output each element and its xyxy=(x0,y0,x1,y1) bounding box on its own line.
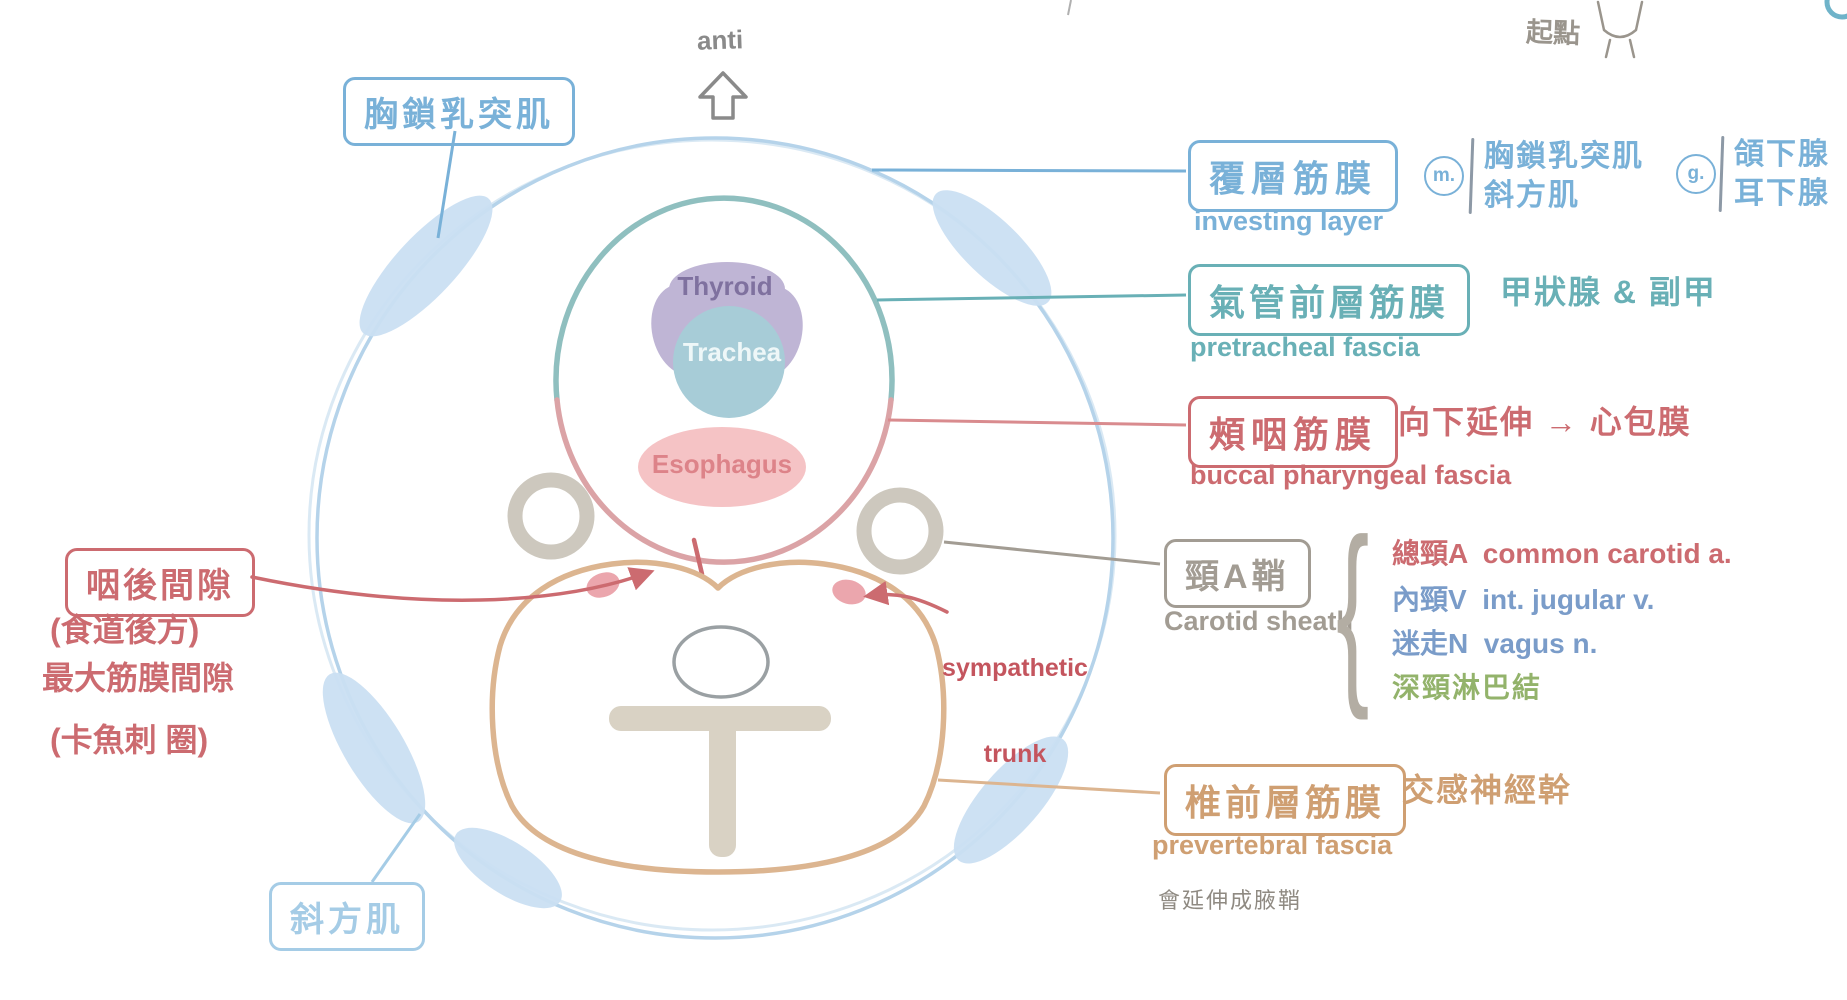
pretracheal-en-label: pretracheal fascia xyxy=(1190,332,1420,362)
carotid-sheath-ring-left xyxy=(507,472,595,560)
carotid-sheath-label-box: 頸A鞘 xyxy=(1164,539,1311,608)
buccopharyngeal-arc xyxy=(554,397,894,565)
buccopharyngeal-note: 向下延伸 → 心包膜 xyxy=(1398,404,1692,440)
vertebra-spinous-stem xyxy=(709,710,736,857)
investing-leader-line xyxy=(871,168,1187,173)
neck-outline-circle xyxy=(315,136,1115,940)
prevertebral-en-label: prevertebral fascia xyxy=(1152,830,1393,860)
retropharyngeal-note3: (卡魚刺 圈) xyxy=(50,722,209,758)
scm-leader-line xyxy=(436,130,457,239)
investing-muscle-item-scm: 胸鎖乳突肌 xyxy=(1484,140,1644,173)
trapezius-label-box: 斜方肌 xyxy=(269,882,425,951)
retropharyngeal-label-box: 咽後間隙 xyxy=(65,548,255,617)
prevertebral-leader-line xyxy=(937,778,1161,795)
buccopharyngeal-en-label: buccal pharyngeal fascia xyxy=(1190,460,1512,490)
trachea-label: Trachea xyxy=(682,337,782,367)
sympathetic-dot-right xyxy=(832,579,866,605)
pretracheal-label-box: 氣管前層筋膜 xyxy=(1188,264,1471,336)
prevertebral-label-box: 椎前層筋膜 xyxy=(1164,764,1407,836)
pretracheal-note: 甲狀腺 & 副甲 xyxy=(1500,274,1717,310)
prevertebral-outline xyxy=(489,559,947,875)
sympathetic-trunk-label: sympathetic trunk xyxy=(930,596,1100,826)
muscle-patch-upper-left xyxy=(359,195,493,337)
carotid-sheath-en-label: Carotid sheath xyxy=(1164,606,1354,636)
retropharyngeal-tick xyxy=(691,537,705,577)
trachea-shape xyxy=(673,306,785,418)
vertebra-body xyxy=(672,625,770,699)
cropped-top-stroke xyxy=(1067,0,1072,16)
retropharyngeal-note1: (食道後方) xyxy=(50,612,200,648)
esophagus-label: Esophagus xyxy=(651,449,793,479)
investing-gland-item-submandibular: 頜下腺 xyxy=(1734,138,1830,171)
retropharyngeal-note2: 最大筋膜間隙 xyxy=(42,660,235,696)
investing-gland-item-parotid: 耳下腺 xyxy=(1734,177,1830,210)
anterior-label: anti xyxy=(696,24,744,56)
muscle-patch-bottom-left xyxy=(454,827,562,909)
carotid-item-int-jugular: 內頸V int. jugular v. xyxy=(1392,584,1655,615)
cropped-blue-circle xyxy=(1824,0,1847,20)
esophagus-shape xyxy=(638,427,806,507)
scm-label-box: 胸鎖乳突肌 xyxy=(343,77,575,146)
sympathetic-arrow xyxy=(863,581,949,614)
investing-en-label: investing layer xyxy=(1194,206,1384,236)
neck-outline-circle-double xyxy=(307,138,1117,932)
axillary-sheath-footnote: 會延伸成腋鞘 xyxy=(1158,888,1303,913)
carotid-item-vagus: 迷走N vagus n. xyxy=(1392,628,1598,659)
pretracheal-leader-line xyxy=(876,293,1187,302)
thyroid-label: Thyroid xyxy=(677,271,773,301)
sympathetic-trunk-line1: sympathetic xyxy=(942,653,1088,682)
muscle-patch-lower-right xyxy=(953,736,1069,864)
trapezius-leader-line xyxy=(370,813,422,883)
carotid-item-deep-cervical-nodes: 深頸淋巴結 xyxy=(1392,672,1543,703)
carotid-leader-line xyxy=(943,540,1161,566)
investing-muscle-badge: m. xyxy=(1424,156,1464,196)
carotid-brace: { xyxy=(1336,498,1370,721)
carotid-sheath-ring-right xyxy=(856,487,944,575)
buccopharyngeal-label-box: 頰咽筋膜 xyxy=(1188,396,1399,468)
carotid-item-common-carotid: 總頸A common carotid a. xyxy=(1392,538,1732,569)
buccopharyngeal-leader-line xyxy=(887,418,1187,427)
investing-gland-badge: g. xyxy=(1676,154,1716,194)
sympathetic-trunk-line2: trunk xyxy=(983,739,1047,768)
pretracheal-arc xyxy=(553,195,895,403)
origin-label: 起點 xyxy=(1525,17,1581,49)
retropharyngeal-arrow xyxy=(250,567,655,602)
anterior-arrow-icon xyxy=(698,71,748,120)
muscle-patch-upper-right xyxy=(932,190,1052,306)
origin-sketch-icon xyxy=(1596,0,1644,59)
prevertebral-note: 交感神經幹 xyxy=(1402,772,1573,808)
investing-label-box: 覆層筋膜 xyxy=(1188,140,1399,212)
investing-muscle-item-trapezius: 斜方肌 xyxy=(1484,179,1580,212)
muscle-patch-left xyxy=(322,672,426,824)
